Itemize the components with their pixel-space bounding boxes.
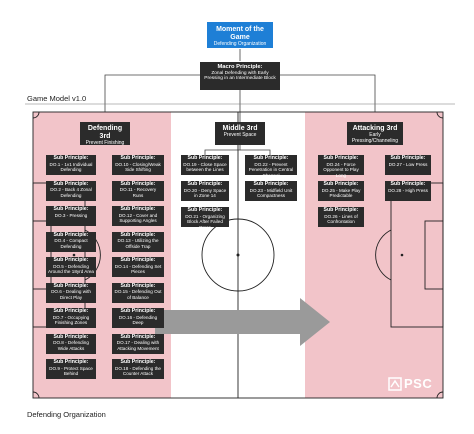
sub-principle-label: Sub Principle: [120,333,156,340]
sub-principle-text: DO.9 - Protect Space Behind [49,365,93,377]
sub-principle-label: Sub Principle: [53,257,89,263]
macro-title: Macro Principle: [217,64,263,70]
sub-principle-def-left-3: Sub Principle:DO.3 - Pressing [46,206,96,226]
sub-principle-label: Sub Principle: [390,155,426,161]
sub-principle-def-left-7: Sub Principle:DO.7 - Occupying Finishing… [46,308,96,328]
sub-principle-text: DO.4 - Compact Defending [54,238,88,249]
sub-principle-label: Sub Principle: [187,155,223,161]
sub-principle-def-right-8: Sub Principle:DO.17 - Dealing with Attac… [112,333,164,354]
sub-principle-label: Sub Principle: [323,181,359,187]
sub-principle-att-right-2: Sub Principle:DO.28 - High Press [385,181,431,201]
sub-principle-label: Sub Principle: [53,155,89,161]
sub-principle-mid-right-1: Sub Principle:DO.22 - Prevent Penetratio… [245,155,297,178]
sub-principle-def-right-7: Sub Principle:DO.16 - Defending Deep [112,308,164,328]
sub-principle-text: DO.21 - Organizing Block After Failed Pr… [185,213,225,230]
defending-third-header: Defending 3rd Prevent Finishing [80,122,130,146]
sub-principle-text: DO.27 - Low Press [388,161,428,167]
sub-principle-label: Sub Principle: [187,181,223,187]
moment-of-game-box: Moment of the Game Defending Organizatio… [207,22,273,48]
sub-principle-label: Sub Principle: [53,333,89,340]
sub-principle-text: DO.25 - Make Play Predictable [321,187,361,199]
sub-principle-label: Sub Principle: [120,282,156,289]
sub-principle-def-right-9: Sub Principle:DO.18 - Defending the Coun… [112,359,164,379]
sub-principle-text: DO.15 - Defending Out of Balance [114,289,162,300]
sub-principle-mid-left-3: Sub Principle:DO.21 - Organizing Block A… [181,207,229,230]
sub-principle-text: DO.19 - Close Space between the Lines [183,161,227,173]
sub-principle-def-right-5: Sub Principle:DO.14 - Defending Set Piec… [112,257,164,277]
sub-principle-mid-left-1: Sub Principle:DO.19 - Close Space betwee… [181,155,229,175]
attacking-third-header: Attacking 3rd Early Pressing/Channeling [347,122,403,145]
sub-principle-text: DO.20 - Deny Space in Zone 14 [183,187,227,199]
sub-principle-text: DO.7 - Occupying Finishing Zones [52,314,90,326]
bottom-label: Defending Organization [27,410,106,419]
sub-principle-att-left-1: Sub Principle:DO.24 - Force Opponent to … [318,155,364,178]
sub-principle-label: Sub Principle: [253,155,289,161]
middle-third-header: Middle 3rd Prevent Space [215,122,265,145]
sub-principle-text: DO.14 - Defending Set Pieces [114,263,162,275]
sub-principle-mid-right-2: Sub Principle:DO.23 - Midfield Unit Comp… [245,181,297,201]
macro-text: Zonal Defending with Early Pressing in a… [204,70,276,82]
moment-title: Moment of the Game [216,26,264,42]
sub-principle-label: Sub Principle: [53,282,89,289]
direction-arrow [155,298,330,346]
sub-principle-text: DO.10 - Closing/Weak Side Shifting [115,161,161,173]
game-model-label: Game Model v1.0 [27,94,87,103]
sub-principle-text: DO.22 - Prevent Penetration in Central C… [248,161,294,178]
sub-principle-label: Sub Principle: [323,207,359,213]
sub-principle-att-left-3: Sub Principle:DO.26 - Lines of Confronta… [318,207,364,227]
sub-principle-text: DO.5 - Defending Around the 18yrd Area [48,263,94,275]
sub-principle-att-left-2: Sub Principle:DO.25 - Make Play Predicta… [318,181,364,201]
sub-principle-label: Sub Principle: [390,181,426,187]
sub-principle-att-right-1: Sub Principle:DO.27 - Low Press [385,155,431,175]
sub-principle-label: Sub Principle: [53,308,89,314]
sub-principle-label: Sub Principle: [120,231,156,238]
sub-principle-def-right-6: Sub Principle:DO.15 - Defending Out of B… [112,282,164,303]
sub-principle-def-left-9: Sub Principle:DO.9 - Protect Space Behin… [46,359,96,379]
sub-principle-text: DO.3 - Pressing [54,212,88,218]
sub-principle-text: DO.6 - Dealing with Direct Play [51,289,91,300]
sub-principle-label: Sub Principle: [323,155,359,161]
sub-principle-def-left-8: Sub Principle:DO.8 - Defending Wide Atta… [46,333,96,354]
sub-principle-def-right-2: Sub Principle:DO.11 - Recovery Runs [112,180,164,201]
sub-principle-label: Sub Principle: [253,181,289,187]
sub-principle-def-right-3: Sub Principle:DO.12 - Cover and Supporti… [112,206,164,226]
sub-principle-text: DO.28 - High Press [388,187,428,193]
sub-principle-label: Sub Principle: [120,308,156,314]
sub-principle-text: DO.17 - Dealing with Attacking Movement [116,340,160,351]
sub-principle-text: DO.11 - Recovery Runs [119,187,157,198]
sub-principle-text: DO.26 - Lines of Confrontation [324,213,358,225]
sub-principle-def-left-5: Sub Principle:DO.5 - Defending Around th… [46,257,96,277]
sub-principle-text: DO.23 - Midfield Unit Compactness [249,187,293,199]
sub-principle-text: DO.12 - Cover and Supporting Angles [118,212,158,224]
sub-principle-label: Sub Principle: [53,359,89,365]
sub-principle-mid-left-2: Sub Principle:DO.20 - Deny Space in Zone… [181,181,229,201]
sub-principle-label: Sub Principle: [53,206,89,212]
sub-principle-def-right-4: Sub Principle:DO.13 - Utilizing the Offs… [112,231,164,252]
sub-principle-def-left-1: Sub Principle:DO.1 - 1v1 Individual Defe… [46,155,96,175]
sub-principle-text: DO.2 - Back 4 Zonal Defending [50,187,92,198]
sub-principle-def-left-2: Sub Principle:DO.2 - Back 4 Zonal Defend… [46,180,96,201]
sub-principle-def-left-4: Sub Principle:DO.4 - Compact Defending [46,231,96,252]
sub-principle-text: DO.24 - Force Opponent to Play Long [323,161,359,178]
sub-principle-label: Sub Principle: [53,180,89,187]
sub-principle-text: DO.13 - Utilizing the Offside Trap [117,238,159,249]
sub-principle-label: Sub Principle: [187,207,223,213]
psc-logo: PSC [388,376,440,392]
sub-principle-def-left-6: Sub Principle:DO.6 - Dealing with Direct… [46,282,96,303]
sub-principle-label: Sub Principle: [120,180,156,187]
macro-principle-box: Macro Principle: Zonal Defending with Ea… [200,62,280,90]
sub-principle-text: DO.16 - Defending Deep [118,314,158,326]
sub-principle-label: Sub Principle: [53,231,89,238]
moment-subtitle: Defending Organization [213,41,267,48]
sub-principle-text: DO.1 - 1v1 Individual Defending [49,161,93,173]
sub-principle-label: Sub Principle: [120,359,156,365]
sub-principle-text: DO.8 - Defending Wide Attacks [53,340,89,351]
sub-principle-label: Sub Principle: [120,206,156,212]
sub-principle-def-right-1: Sub Principle:DO.10 - Closing/Weak Side … [112,155,164,175]
sub-principle-label: Sub Principle: [120,257,156,263]
sub-principle-text: DO.18 - Defending the Counter Attack [115,365,161,377]
sub-principle-label: Sub Principle: [120,155,156,161]
